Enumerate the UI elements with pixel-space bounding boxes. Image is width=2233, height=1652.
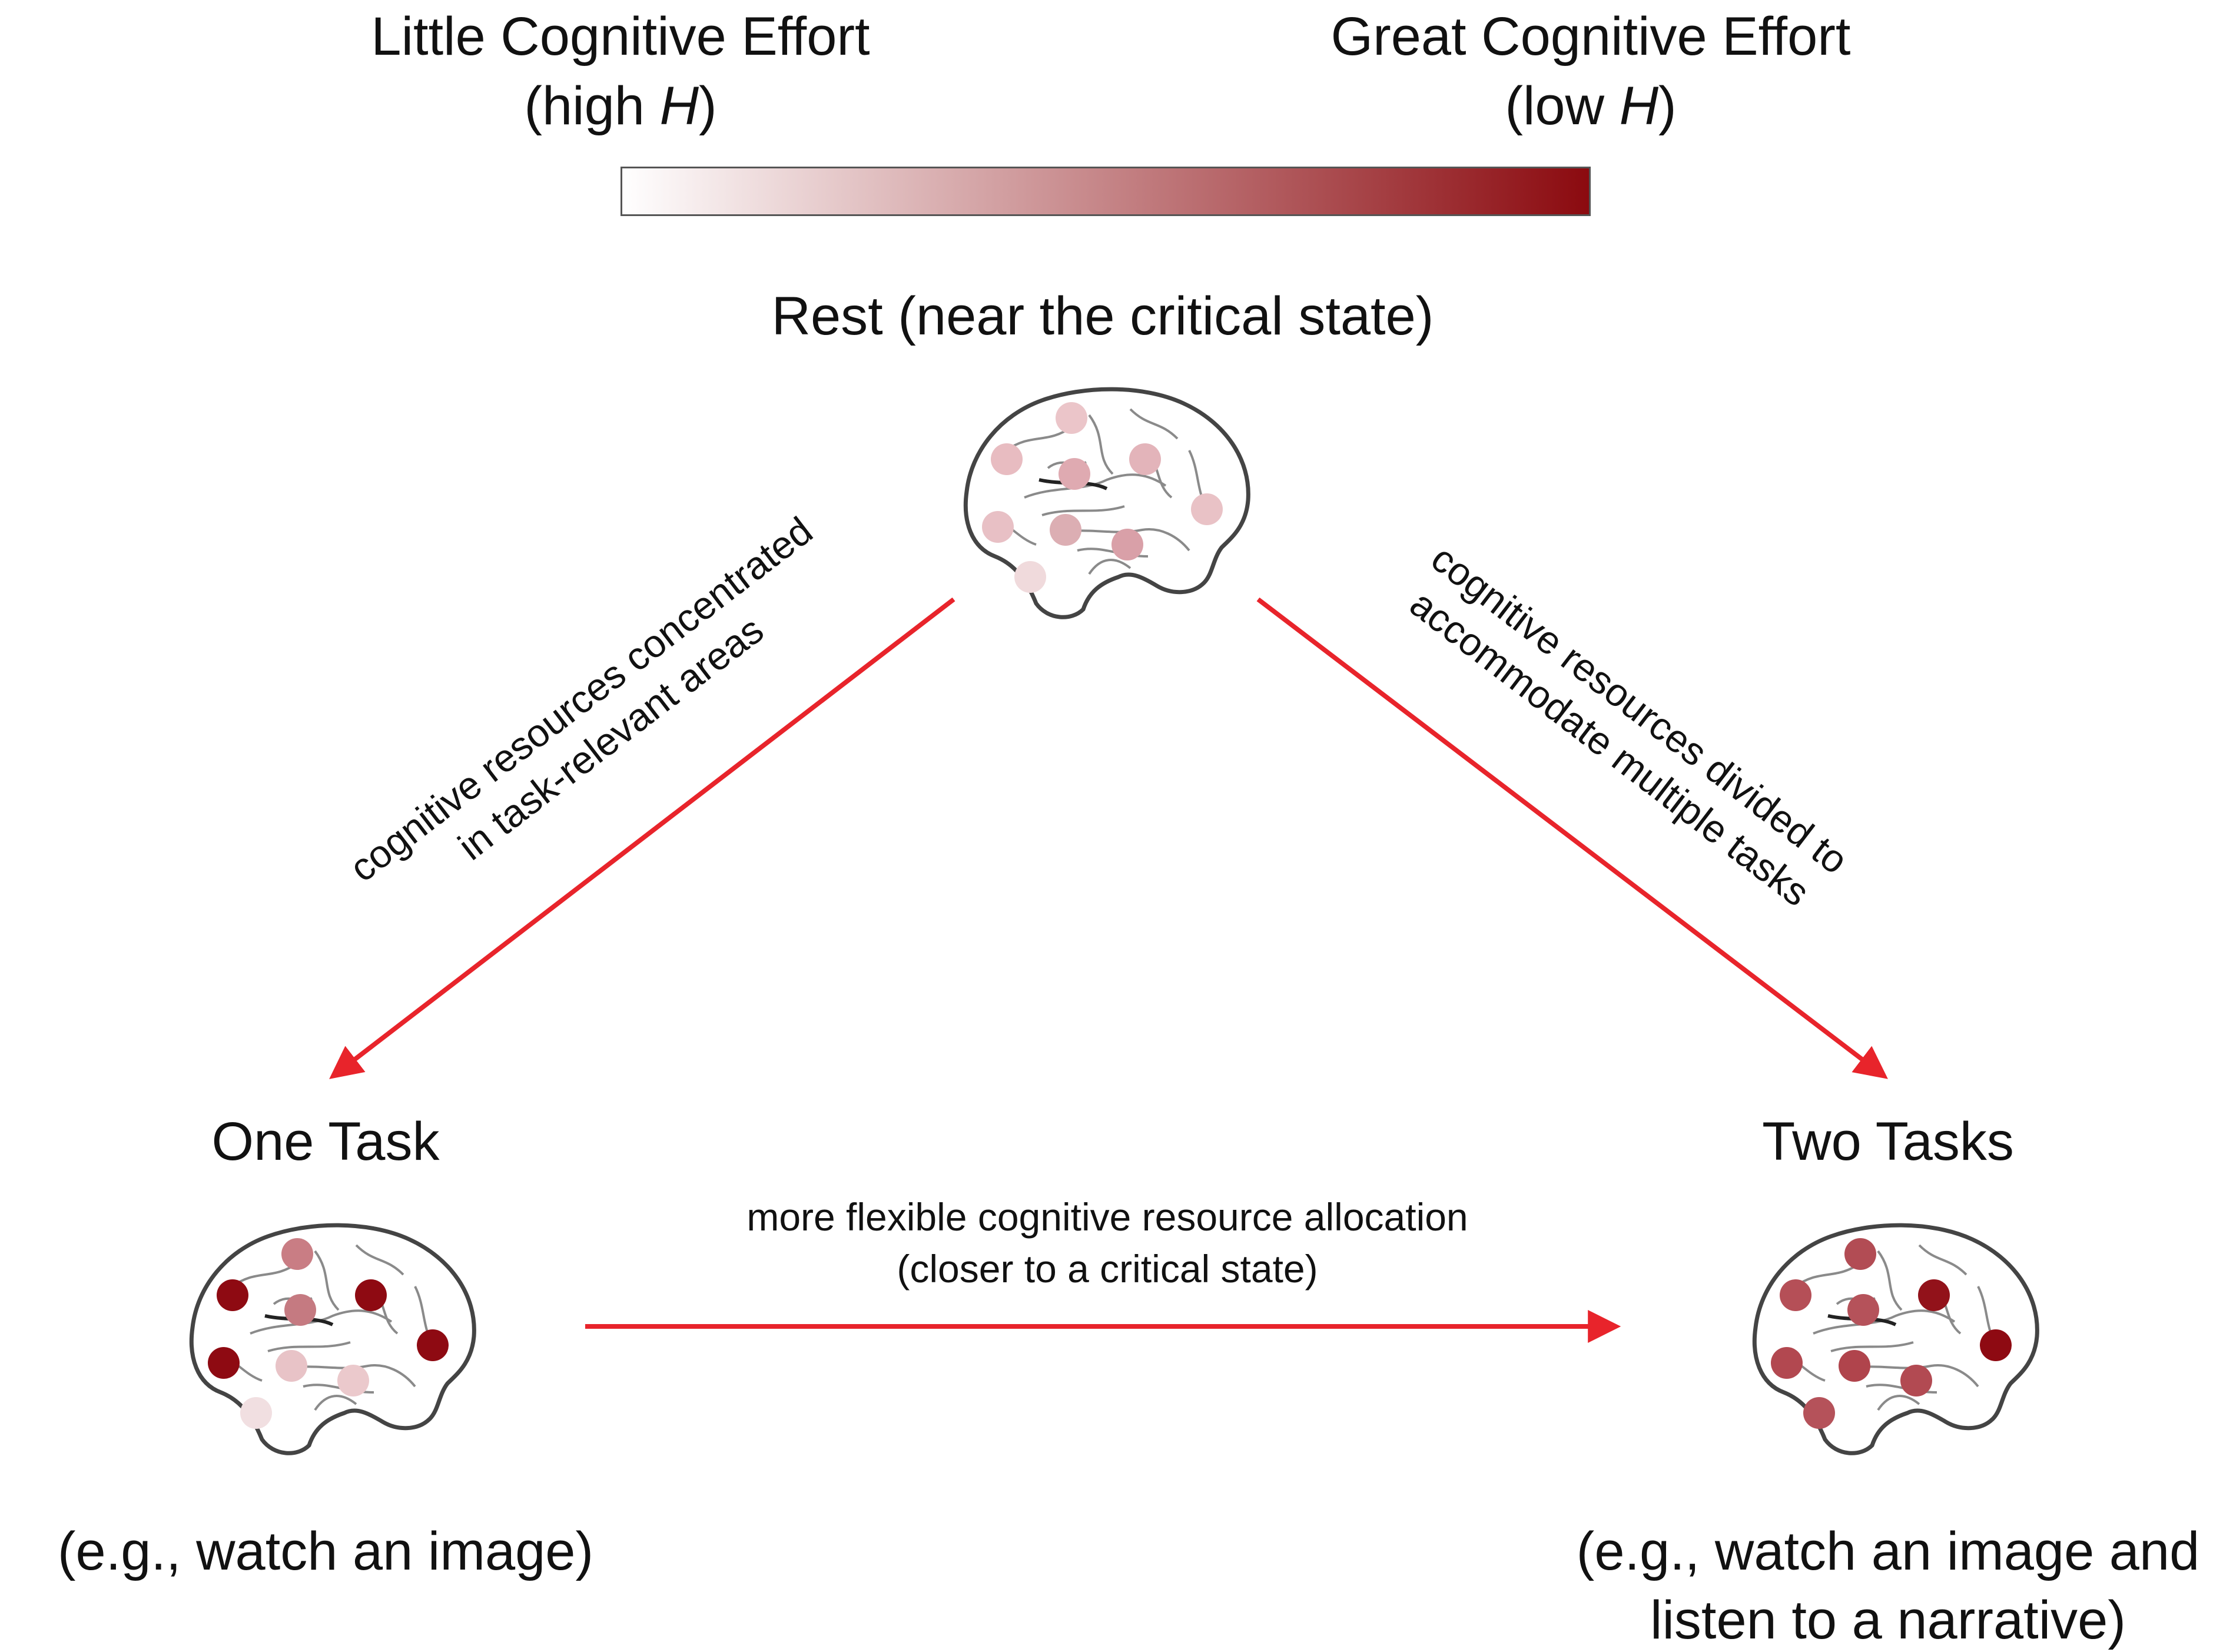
brain-region-dot [1839,1350,1870,1382]
brain-fold [1918,1244,1967,1276]
two-tasks-example-line1: (e.g., watch an image and [1576,1521,2200,1581]
two-tasks-label: Two Tasks [1762,1112,2014,1172]
one-task-label: One Task [211,1112,440,1172]
brain-region-dot [217,1279,248,1311]
scale-left-title: Little Cognitive Effort [371,6,870,67]
brain-region-dot [1980,1329,2012,1361]
brain-fold [1041,505,1125,516]
brain-region-dot [1803,1397,1835,1429]
scale-right-subtitle: (low H) [1505,76,1677,136]
brain-fold [250,1309,393,1335]
brain-region-dot [1900,1365,1932,1396]
two-tasks-brain-icon [1752,1223,2039,1455]
brain-fold [1077,548,1149,558]
edge-label-one-to-two-line2: (closer to a critical state) [897,1247,1318,1291]
brain-region-dot [281,1238,313,1270]
arrow-rest-to-one-task [329,597,955,1079]
brain-fold [1813,1309,1956,1335]
scale-left-subtitle: (high H) [524,76,717,136]
brain-region-dot [1844,1238,1876,1270]
brain-fold [1866,1384,1937,1394]
brain-outline [189,1223,476,1455]
two-tasks-example-line2: listen to a narrative) [1650,1590,2126,1650]
brain-region-dot [1056,402,1087,434]
brain-region-dot [991,443,1023,475]
brain-fold [314,1250,340,1311]
brain-region-dot [276,1350,307,1382]
brain-fold [1059,528,1190,552]
brain-fold [1877,1395,1920,1411]
one-task-example: (e.g., watch an image) [57,1521,594,1581]
brain-region-dot [240,1397,272,1429]
brain-region-dot [1771,1347,1803,1379]
brain-region-dot [417,1329,449,1361]
brain-fold [285,1364,416,1388]
brain-fold [1848,1364,1979,1388]
brain-fold [267,1341,351,1352]
brain-fold [1024,473,1167,499]
brain-region-dot [1918,1279,1950,1311]
brain-fold [1088,559,1132,575]
brain-fold [314,1395,357,1411]
brain-region-dot [1847,1294,1879,1326]
rest-label: Rest (near the critical state) [771,286,1434,346]
edge-label-one-to-two-line1: more flexible cognitive resource allocat… [746,1195,1468,1239]
brain-region-dot [982,511,1014,543]
brain-region-dot [1059,458,1090,490]
brain-region-dot [208,1347,240,1379]
brain-region-dot [1014,561,1046,593]
brain-outline [1752,1223,2039,1455]
brain-region-dot [337,1365,369,1396]
scale-right-title: Great Cognitive Effort [1330,6,1851,67]
brain-fold [1088,414,1114,475]
arrow-rest-to-two-tasks [1256,597,1888,1079]
brain-region-dot [1050,514,1081,546]
effort-gradient-bar [621,167,1591,216]
brain-fold [1877,1250,1903,1311]
brain-region-dot [1780,1279,1811,1311]
brain-fold [1830,1341,1914,1352]
brain-outline [963,387,1250,619]
brain-fold [1129,408,1179,440]
brain-region-dot [284,1294,316,1326]
rest-brain-icon [963,387,1250,619]
brain-fold [355,1244,404,1276]
brain-region-dot [1129,443,1161,475]
brain-region-dot [1191,493,1223,525]
brain-region-dot [1111,529,1143,560]
brain-region-dot [355,1279,387,1311]
brain-fold [303,1384,374,1394]
one-task-brain-icon [189,1223,476,1455]
